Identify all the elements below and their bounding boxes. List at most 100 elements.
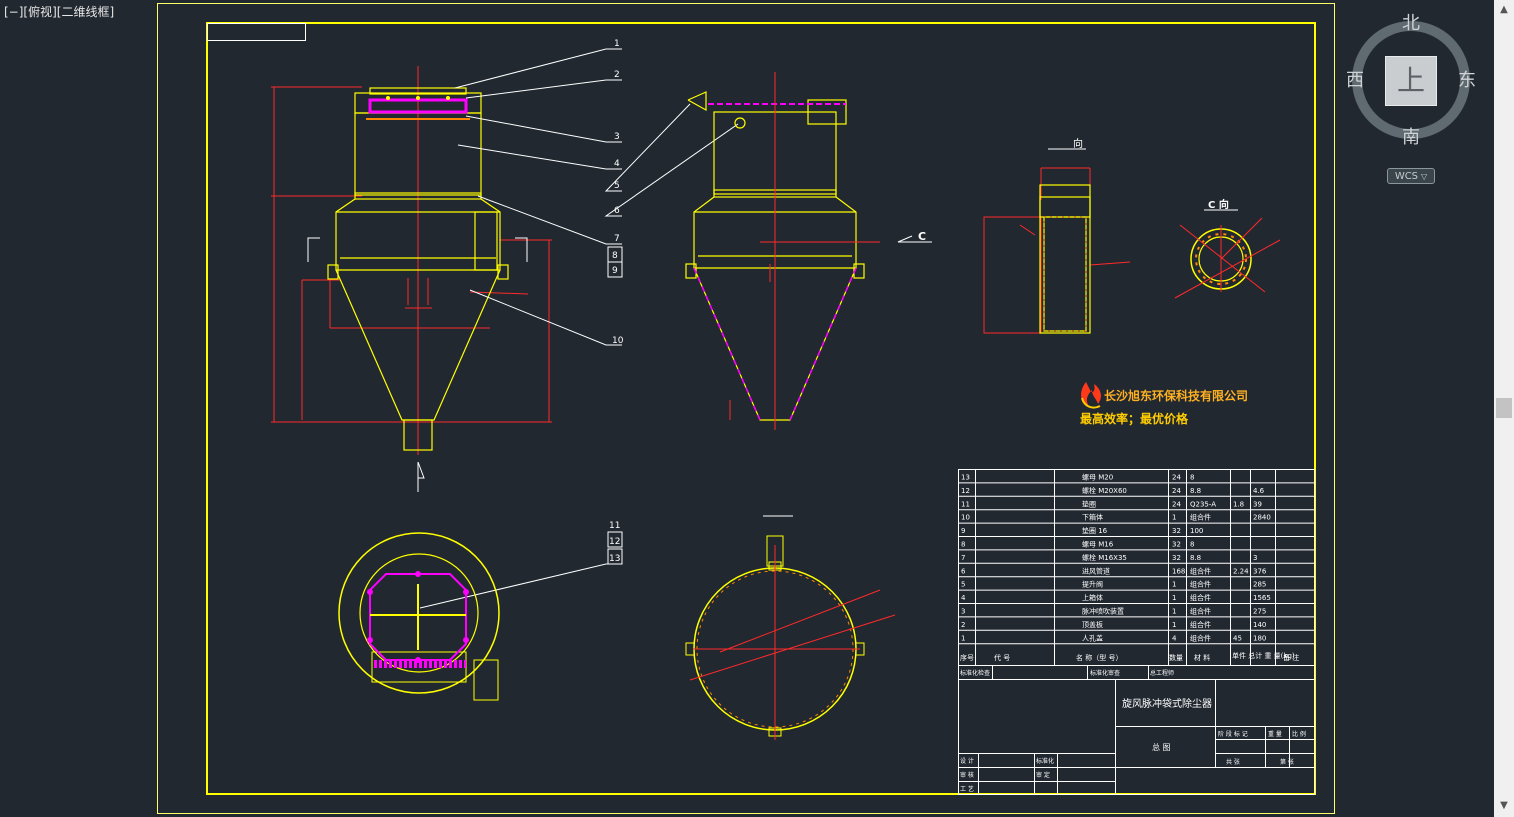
- bom-cell-no: 1: [961, 634, 965, 642]
- bom-cell-material: 组合件: [1190, 566, 1211, 575]
- callout-5: 5: [614, 181, 620, 191]
- company-logo: [1081, 382, 1101, 409]
- scroll-down-icon[interactable]: ▼: [1500, 800, 1508, 811]
- bom-header-qty: 数量: [1169, 653, 1183, 662]
- paper-border: [157, 3, 1335, 814]
- bom-cell-name: 垫圈 16: [1082, 526, 1108, 535]
- bom-cell-qty: 4: [1172, 634, 1177, 642]
- bom-cell-no: 12: [961, 487, 970, 495]
- callout-11: 11: [609, 521, 620, 531]
- viewcube-top-face[interactable]: 上: [1385, 56, 1437, 106]
- bom-cell-name: 上箱体: [1082, 593, 1103, 602]
- bom-cell-name: 螺母 M20: [1082, 473, 1113, 482]
- bom-cell-material: 100: [1190, 527, 1203, 535]
- bom-cell-material: 组合件: [1190, 633, 1211, 642]
- tb-stage-0: 阶 段 标 记: [1218, 730, 1248, 738]
- wcs-label: WCS: [1394, 171, 1419, 182]
- callout-1: 1: [614, 39, 620, 49]
- view-a-label: 向: [1073, 137, 1083, 150]
- tb-sheet-1: 第 张: [1280, 758, 1294, 766]
- tb-role-0-1: 标准化: [1036, 757, 1054, 765]
- viewport-label[interactable]: [−][俯视][二维线框]: [4, 5, 115, 19]
- tb-subtitle: 总 图: [1152, 742, 1171, 752]
- bom-cell-material: 组合件: [1190, 513, 1211, 522]
- bom-cell-material: 8.8: [1190, 554, 1201, 562]
- view-c-label: C 向: [1208, 198, 1229, 211]
- bom-cell-no: 9: [961, 527, 965, 535]
- tb-role-0-0: 设 计: [960, 757, 974, 765]
- callout-2: 2: [614, 70, 620, 80]
- bom-cell-qty: 32: [1172, 527, 1181, 535]
- bom-cell-total: 376: [1253, 567, 1267, 575]
- compass-north[interactable]: 北: [1402, 13, 1420, 34]
- bom-cell-material: 8: [1190, 541, 1194, 549]
- side-view-arrow-label: C: [918, 230, 926, 243]
- tb-stage-2: 比 例: [1292, 730, 1306, 738]
- bom-cell-unit: 45: [1233, 634, 1242, 642]
- bom-cell-name: 螺栓 M20X60: [1082, 486, 1127, 495]
- bom-cell-no: 3: [961, 608, 965, 616]
- bom-cell-qty: 168: [1172, 567, 1185, 575]
- compass-west[interactable]: 西: [1346, 70, 1364, 91]
- detail-view-c: C 向: [1174, 198, 1281, 299]
- callout-3: 3: [614, 132, 620, 142]
- bom-cell-total: 275: [1253, 608, 1266, 616]
- bom-cell-qty: 32: [1172, 541, 1181, 549]
- bom-cell-qty: 24: [1172, 474, 1181, 482]
- bom-cell-no: 2: [961, 621, 965, 629]
- bom-cell-no: 13: [961, 474, 970, 482]
- bom-cell-total: 140: [1253, 621, 1266, 629]
- compass-ring[interactable]: [1352, 21, 1470, 139]
- callout-7: 7: [614, 234, 620, 244]
- bom-cell-qty: 32: [1172, 554, 1181, 562]
- scroll-up-icon[interactable]: ▲: [1500, 4, 1508, 15]
- wcs-dropdown[interactable]: WCS▽: [1387, 168, 1435, 184]
- bom-cell-no: 4: [961, 594, 966, 602]
- tb-sheet-0: 共 张: [1226, 758, 1240, 766]
- callout-12: 12: [609, 537, 620, 547]
- bom-cell-name: 脉冲喷吹装置: [1082, 607, 1124, 616]
- bom-cell-unit: 1.8: [1233, 500, 1244, 508]
- callout-6: 6: [614, 206, 620, 216]
- bom-cell-name: 进风管道: [1082, 566, 1110, 575]
- bom-cell-total: 285: [1253, 581, 1266, 589]
- bom-cell-total: 180: [1253, 634, 1266, 642]
- compass-south[interactable]: 南: [1402, 127, 1420, 148]
- bom-cell-total: 4.6: [1253, 487, 1265, 495]
- bom-header: 序号 代 号 名 称（型 号） 数量 材 料 单件 总计 重 量(kg) 备 注: [960, 651, 1299, 662]
- frame-corner-box: [207, 23, 306, 41]
- bom-cell-qty: 24: [1172, 487, 1181, 495]
- bom-cell-total: 39: [1253, 500, 1262, 508]
- bom-cell-name: 人孔盖: [1082, 633, 1103, 642]
- tb-role-1-0: 审 核: [960, 771, 974, 779]
- bom-cell-qty: 1: [1172, 621, 1176, 629]
- compass-east[interactable]: 东: [1458, 70, 1476, 91]
- bom-cell-total: 3: [1253, 554, 1257, 562]
- bom-header-remark: 备 注: [1283, 653, 1299, 662]
- bom-cell-qty: 24: [1172, 500, 1181, 508]
- bom-cell-name: 提升阀: [1082, 580, 1103, 589]
- scroll-thumb[interactable]: [1496, 398, 1512, 418]
- bom-header-name: 名 称（型 号）: [1076, 653, 1122, 662]
- tb-stage-1: 重 量: [1268, 730, 1282, 738]
- callout-10: 10: [612, 336, 624, 346]
- bom-cell-material: 组合件: [1190, 580, 1211, 589]
- front-view: [271, 66, 552, 492]
- detail-view-a: 向: [983, 137, 1131, 334]
- bom-cell-no: 11: [961, 500, 970, 508]
- bom-cell-total: 1565: [1253, 594, 1271, 602]
- tb-title: 旋风脉冲袋式除尘器: [1122, 697, 1212, 710]
- title-block: 标准化检查 标准化审查 总工程师 阶 段 标 记 重 量 比 例 共 张 第 张…: [958, 665, 1315, 795]
- viewcube[interactable]: 北 南 西 东 上 WCS▽: [1340, 8, 1490, 188]
- bom-cell-material: 组合件: [1190, 620, 1211, 629]
- vertical-scrollbar[interactable]: ▲ ▼: [1494, 0, 1514, 817]
- bom-cell-name: 垫圈: [1082, 499, 1096, 508]
- bom-cell-qty: 1: [1172, 594, 1176, 602]
- bom-cell-name: 螺栓 M16X35: [1082, 553, 1127, 562]
- callout-9: 9: [612, 266, 618, 276]
- bom-cell-qty: 1: [1172, 608, 1176, 616]
- callout-13: 13: [609, 554, 620, 564]
